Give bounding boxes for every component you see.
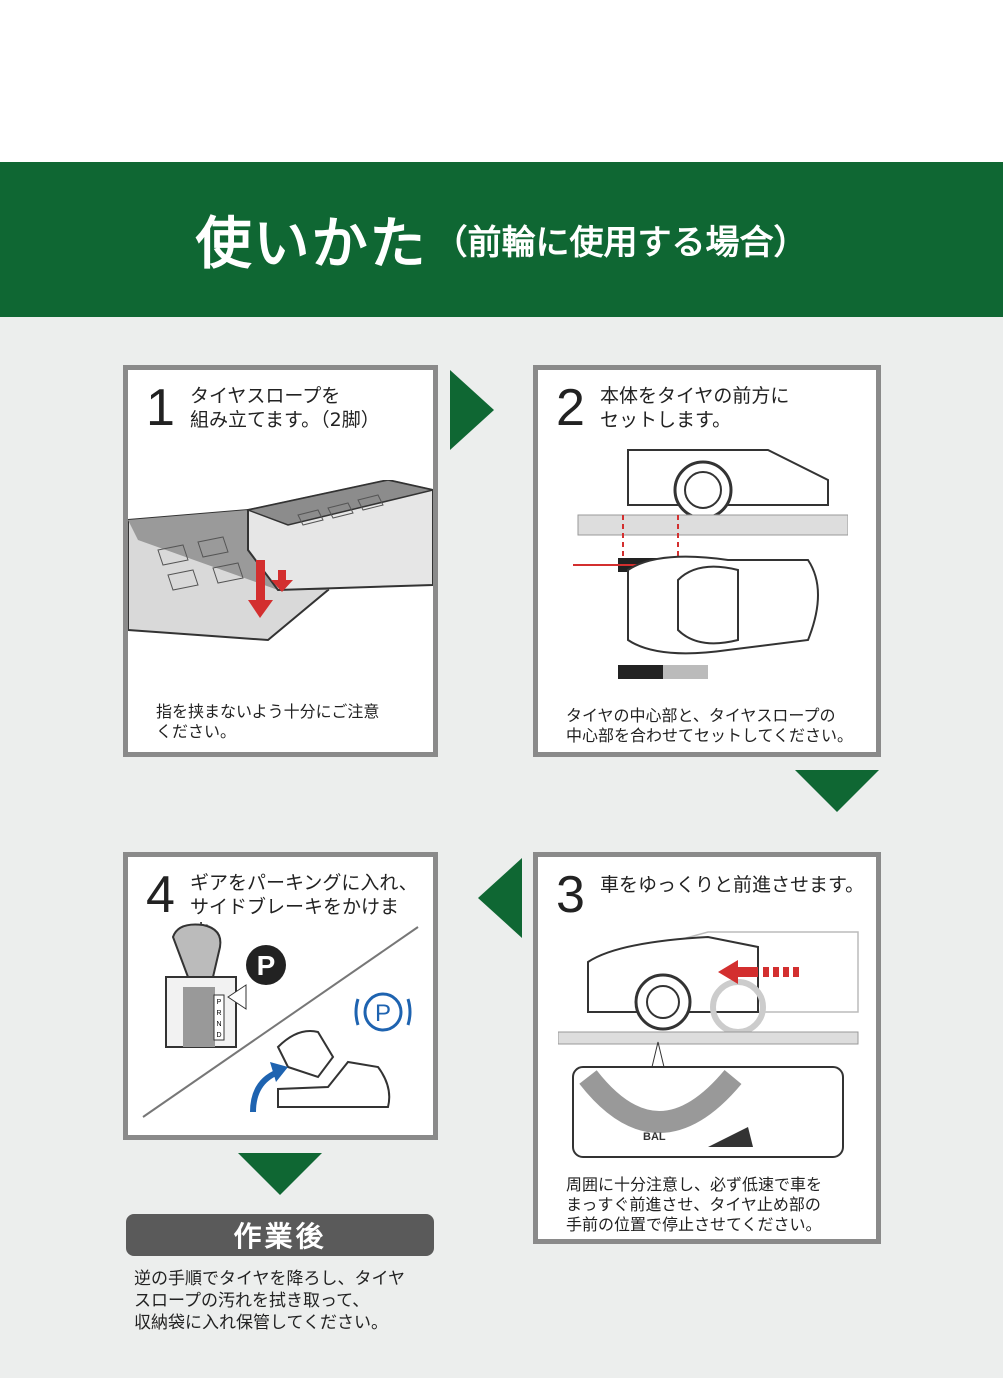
gear-label: D <box>216 1032 221 1039</box>
page-subtitle: （前輪に使用する場合） <box>433 223 808 263</box>
svg-text:P: P <box>375 1000 391 1027</box>
top-margin <box>0 0 1003 162</box>
drive-forward-illustration: BAL <box>558 931 859 1158</box>
arrow-left-icon <box>478 858 522 938</box>
slope-assembly-illustration <box>128 480 433 642</box>
step-1-panel: 1 タイヤスロープを 組み立てます。（2脚） 指を挟まないよう十分にご注意 くだ… <box>123 365 438 757</box>
step-4-panel: 4 ギアをパーキングに入れ、 サイドブレーキをかけます。 P R N D P P <box>123 852 438 1140</box>
slope-position-illustration <box>573 449 848 679</box>
step-note: タイヤの中心部と、タイヤスロープの 中心部を合わせてセットしてください。 <box>566 706 854 745</box>
arrow-down-icon <box>795 770 879 812</box>
parking-p-icon <box>246 945 286 985</box>
brand-label: BAL <box>643 1131 666 1143</box>
step-number: 4 <box>146 866 175 924</box>
gear-label: N <box>216 1021 221 1028</box>
gear-label: R <box>216 1010 221 1017</box>
step-2-panel: 2 本体をタイヤの前方に セットします。 タイヤの中心部と、タイヤスロープの 中… <box>533 365 881 757</box>
step-note: 周囲に十分注意し、必ず低速で車を まっすぐ前進させ、タイヤ止め部の 手前の位置で… <box>566 1175 823 1234</box>
step-number: 3 <box>556 866 585 924</box>
arrow-left-icon <box>718 960 738 984</box>
page-title: 使いかた <box>195 212 428 277</box>
after-work-badge: 作業後 <box>126 1214 434 1256</box>
arrow-down-icon <box>238 1153 322 1195</box>
step-title: 車をゆっくりと前進させます。 <box>600 874 865 896</box>
after-work-text: 逆の手順でタイヤを降ろし、タイヤ スロープの汚れを拭き取って、 収納袋に入れ保管… <box>134 1269 405 1333</box>
arrow-down-icon <box>256 560 265 605</box>
step-number: 1 <box>146 379 175 437</box>
step-title: タイヤスロープを 組み立てます。（2脚） <box>190 385 380 431</box>
gear-label: P <box>217 999 222 1006</box>
brake-p-icon <box>363 992 403 1032</box>
step-3-panel: 3 車をゆっくりと前進させます。 BAL 周囲に十分注意し、必ず低速で車を まっ… <box>533 852 881 1244</box>
parking-p-label: P <box>257 950 276 981</box>
parking-brake-illustration: P R N D P P <box>142 923 419 1118</box>
step-title: 本体をタイヤの前方に セットします。 <box>600 385 790 431</box>
step-number: 2 <box>556 379 585 437</box>
header-banner: 使いかた （前輪に使用する場合） <box>0 162 1003 317</box>
arrow-right-icon <box>450 370 494 450</box>
step-note: 指を挟まないよう十分にご注意 ください。 <box>156 702 380 741</box>
